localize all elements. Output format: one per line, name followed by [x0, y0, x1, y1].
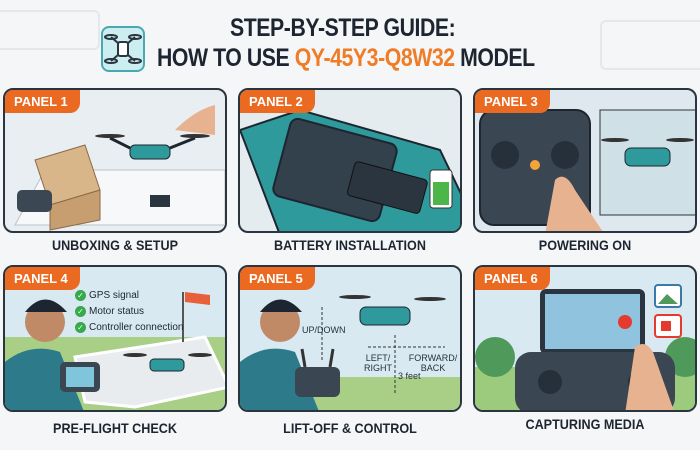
check-gps: ✓GPS signal — [75, 290, 139, 301]
panel-badge: PANEL 1 — [5, 90, 80, 113]
panel-5: PANEL 5 UP/DOWN LEFT/ RIGHT FORWARD/ BAC… — [238, 265, 462, 412]
liftoff-illustration — [240, 295, 460, 410]
panel-badge: PANEL 3 — [475, 90, 550, 113]
preflight-illustration — [5, 292, 225, 410]
windsock-icon — [185, 292, 210, 305]
check-label: GPS signal — [89, 290, 140, 301]
panel-caption: CAPTURING MEDIA — [525, 416, 645, 432]
check-controller: ✓Controller connection — [75, 322, 184, 333]
check-icon: ✓ — [75, 290, 86, 301]
panel-badge: PANEL 6 — [475, 267, 550, 290]
unboxing-illustration — [14, 105, 225, 231]
panel-badge: PANEL 2 — [240, 90, 315, 113]
title-prefix: HOW TO USE — [157, 44, 290, 72]
panel-caption: LIFT-OFF & CONTROL — [283, 420, 417, 436]
panel-3: PANEL 3 — [473, 88, 697, 233]
panel-caption: UNBOXING & SETUP — [51, 237, 178, 253]
drone-icon — [339, 295, 446, 326]
drone-icon — [123, 353, 212, 372]
check-icon: ✓ — [75, 322, 86, 333]
power-on-illustration — [479, 109, 695, 231]
forwardback-label: FORWARD/ BACK — [408, 353, 458, 373]
panel-caption: BATTERY INSTALLATION — [274, 237, 426, 253]
check-motor: ✓Motor status — [75, 306, 144, 317]
leftright-label: LEFT/ RIGHT — [364, 353, 392, 373]
title-line2: HOW TO USE QY-45Y3-Q8W32 MODEL — [157, 44, 535, 73]
drone-icon — [101, 26, 145, 72]
drone-icon — [95, 134, 210, 160]
battery-level-icon — [429, 169, 453, 209]
battery-illustration — [240, 108, 460, 231]
panel-2: PANEL 2 — [238, 88, 462, 233]
panel-caption: POWERING ON — [538, 237, 632, 253]
capture-media-illustration — [475, 284, 695, 410]
title-line1: STEP-BY-STEP GUIDE: — [230, 14, 456, 42]
check-label: Controller connection — [89, 322, 184, 333]
video-icon — [654, 314, 682, 338]
header: STEP-BY-STEP GUIDE: HOW TO USE QY-45Y3-Q… — [0, 0, 700, 86]
panel-1: PANEL 1 — [3, 88, 227, 233]
check-label: Motor status — [89, 306, 145, 317]
title-suffix: MODEL — [460, 44, 535, 72]
panel-badge: PANEL 5 — [240, 267, 315, 290]
panel-badge: PANEL 4 — [5, 267, 80, 290]
check-icon: ✓ — [75, 306, 86, 317]
panel-caption: PRE-FLIGHT CHECK — [53, 420, 177, 436]
drone-icon — [601, 138, 694, 167]
record-button-icon — [618, 315, 632, 329]
updown-label: UP/DOWN — [302, 325, 346, 335]
model-name: QY-45Y3-Q8W32 — [294, 44, 455, 72]
panel-6: PANEL 6 — [473, 265, 697, 412]
panel-4: PANEL 4 ✓GPS signal ✓Motor status ✓Contr… — [3, 265, 227, 412]
height-label: 3 feet — [398, 371, 421, 381]
photo-icon — [654, 284, 682, 308]
